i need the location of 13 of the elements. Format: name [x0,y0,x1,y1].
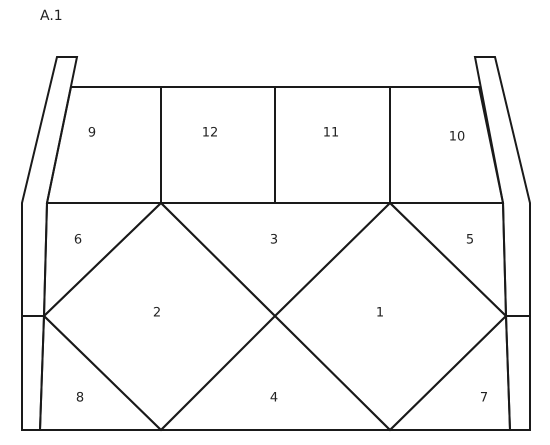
panel-number: 5 [466,232,474,248]
panel-number: 8 [76,390,84,406]
panel-number: 2 [152,306,162,320]
panel-number: 12 [202,126,218,140]
panel-number: 4 [270,390,278,406]
figure-title: A.1 [40,8,63,24]
panel-number: 10 [448,130,466,144]
panel-number: 3 [270,232,278,248]
panel-number: 1 [376,306,384,320]
panel-number: 7 [480,390,488,406]
panel-number: 11 [322,126,340,140]
panel-number: 9 [88,126,96,140]
panel-number: 6 [74,232,82,248]
